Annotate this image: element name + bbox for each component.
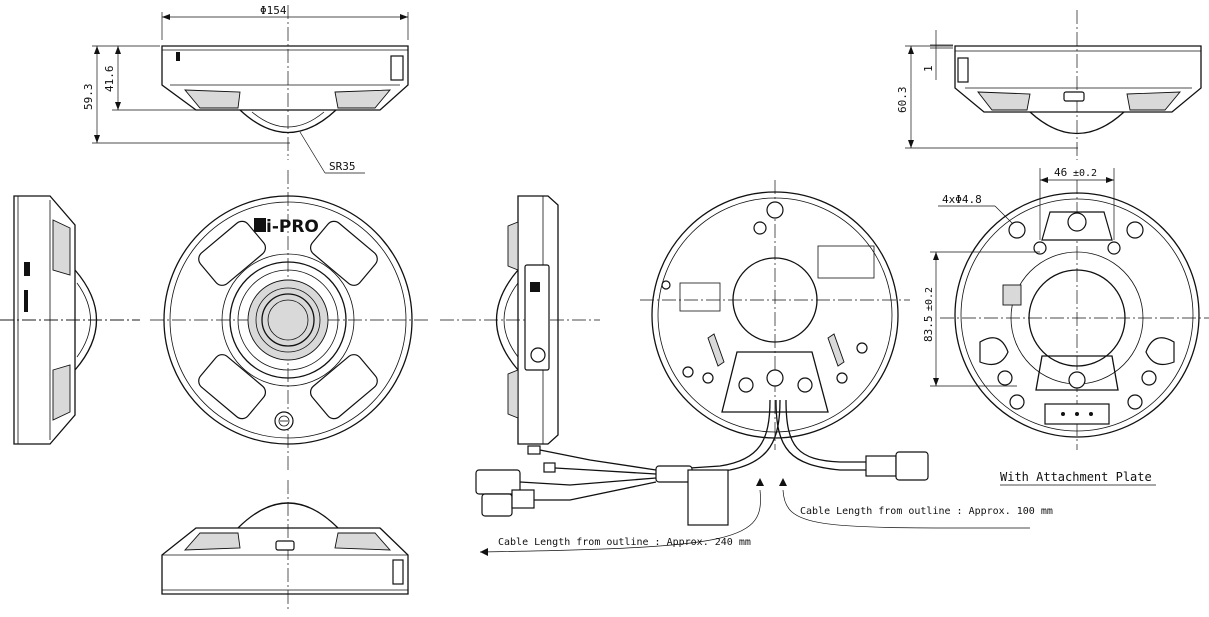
- dim-hole-pitch-tol: ±0.2: [1073, 168, 1097, 179]
- dim-holes: 4xΦ4.8: [942, 193, 982, 206]
- dim-dome-radius: SR35: [329, 160, 356, 173]
- dim-hole-pitch: 46: [1054, 166, 1067, 179]
- cable-note-long: Cable Length from outline : Approx. 240 …: [498, 537, 751, 548]
- side-view-bottom: [161, 480, 409, 612]
- cable-assembly: Cable Length from outline : Approx. 240 …: [475, 399, 1053, 556]
- attachment-plate-view: 46 ±0.2 4xΦ4.8 83.5 ±0.2: [922, 166, 1209, 450]
- side-view-left: [0, 195, 140, 445]
- side-view-right: [440, 195, 600, 445]
- dim-total-height: 59.3: [82, 84, 95, 111]
- dim-plate-height: 60.3: [896, 87, 909, 114]
- cable-note-short: Cable Length from outline : Approx. 100 …: [800, 506, 1053, 517]
- side-view-top: Φ154 59.3 41.6 SR35: [82, 4, 409, 174]
- back-view: [640, 180, 910, 450]
- caption-attachment: With Attachment Plate: [1000, 470, 1152, 484]
- side-view-plate: 60.3 1: [896, 10, 1202, 160]
- dim-hole-pitch-vertical: 83.5: [922, 316, 935, 343]
- brand-logo: i-PRO: [266, 217, 319, 237]
- front-view: i-PRO: [163, 195, 413, 445]
- dim-diameter: Φ154: [260, 4, 287, 17]
- dim-body-height: 41.6: [103, 66, 116, 93]
- dim-plate-offset: 1: [922, 65, 935, 72]
- dim-hole-pitch-vertical-tol: ±0.2: [924, 287, 935, 311]
